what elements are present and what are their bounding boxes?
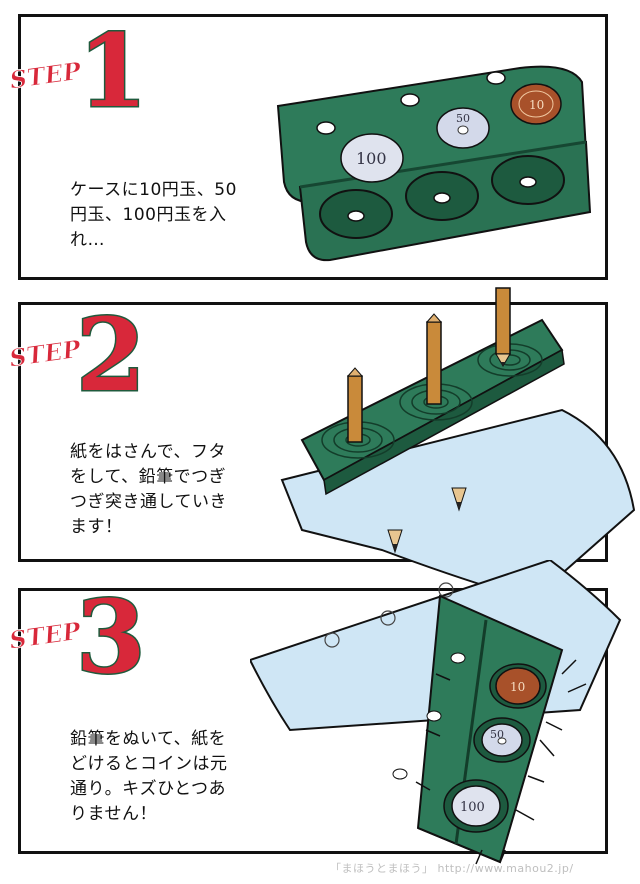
step-2-badge: STEP 2 (7, 295, 147, 401)
svg-text:100: 100 (460, 800, 485, 815)
coin-100-icon: 100 (340, 133, 404, 183)
step-1-text: ケースに10円玉、50 円玉、100円玉を入 れ… (70, 180, 237, 250)
step-3-number: 3 (76, 578, 146, 682)
step-1-label: STEP (8, 56, 84, 95)
svg-text:50: 50 (456, 112, 470, 125)
step-2-label: STEP (7, 334, 83, 373)
step-1-badge: STEP 1 (7, 11, 149, 115)
step-2-pencil-illustration (280, 287, 636, 602)
pencil-icon (346, 367, 403, 554)
svg-text:100: 100 (356, 149, 387, 168)
coin-10-icon: 10 (510, 83, 562, 125)
step-2-text: 紙をはさんで、フタ をして、鉛筆でつぎ つぎ突き通していき ます！ (70, 442, 227, 537)
pencil-icon (495, 287, 511, 367)
coin-10-icon: 10 (495, 667, 541, 705)
pencil-icon (425, 313, 467, 512)
coin-50-icon: 50 (481, 723, 523, 757)
step-3-text: 鉛筆をぬいて、紙を どけるとコインは元 通り。キズひとつあ りません！ (70, 729, 228, 824)
step-1-coin-case-illustration: 100 50 10 (276, 65, 592, 262)
coin-100-icon: 100 (451, 785, 501, 827)
step-3-badge: STEP 3 (7, 577, 147, 683)
step-1-number: 1 (78, 12, 148, 114)
coin-50-icon: 50 (436, 107, 490, 149)
step-2-number: 2 (76, 296, 146, 400)
svg-text:10: 10 (529, 98, 544, 112)
footer-credit: 「まほうとまほう」 http://www.mahou2.jp/ (330, 862, 574, 875)
svg-text:50: 50 (490, 728, 504, 741)
step-3-result-illustration: 10 50 100 (250, 560, 622, 865)
svg-text:10: 10 (510, 680, 525, 694)
step-3-label: STEP (7, 616, 83, 655)
